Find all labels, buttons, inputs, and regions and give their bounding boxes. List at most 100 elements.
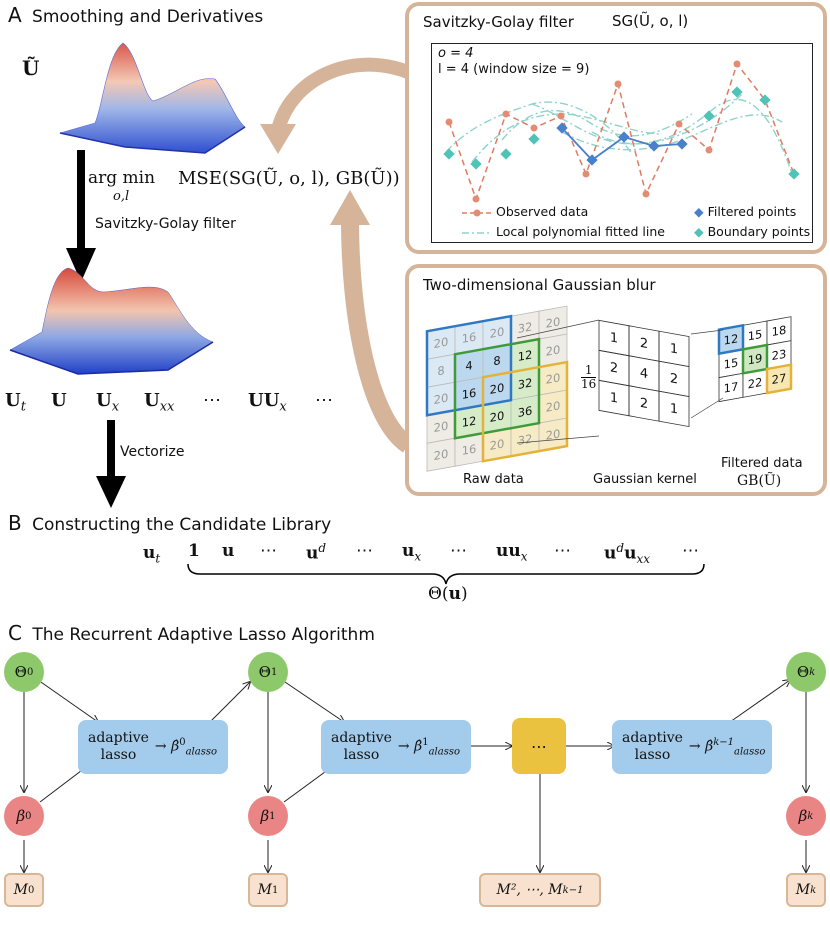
raw-value: 16 xyxy=(462,441,477,458)
raw-value: 20 xyxy=(434,419,449,436)
deriv-u: U xyxy=(51,390,67,411)
raw-window xyxy=(453,337,541,440)
algorithm-arrows xyxy=(0,650,830,926)
filtered-value: 12 xyxy=(724,331,739,348)
section-c-title: The Recurrent Adaptive Lasso Algorithm xyxy=(32,625,375,645)
kernel-value: 1 xyxy=(670,401,678,417)
raw-value: 20 xyxy=(434,447,449,464)
filtered-value: 17 xyxy=(724,379,739,396)
down-arrow-1-icon xyxy=(66,150,96,282)
library-theta: Θ(u) xyxy=(428,584,468,604)
argmin-subscript: o,l xyxy=(113,189,130,204)
observed-line xyxy=(448,62,795,202)
term-uux: uux xyxy=(496,541,528,564)
filtered-window xyxy=(717,323,745,356)
section-b-heading: B Constructing the Candidate Library xyxy=(8,511,331,535)
kernel-value: 2 xyxy=(610,360,618,376)
filtered-value: 15 xyxy=(748,327,763,344)
deriv-ut: Ut xyxy=(5,390,26,415)
vectorize-label: Vectorize xyxy=(120,444,185,460)
raw-value: 16 xyxy=(462,329,477,346)
kernel-value: 1 xyxy=(610,330,618,346)
sg-panel-formula: SG(Ũ, o, l) xyxy=(612,12,689,30)
deriv-ux: Ux xyxy=(96,390,120,415)
ellipsis-box: ⋯ xyxy=(512,718,566,774)
legend-local-fit: Local polynomial fitted line xyxy=(462,224,665,239)
gb-panel-title: Two-dimensional Gaussian blur xyxy=(423,276,656,294)
raw-value: 20 xyxy=(546,398,561,415)
section-c-label: C xyxy=(8,621,22,645)
kernel-value: 1 xyxy=(610,390,618,406)
term-ux: ux xyxy=(402,541,422,564)
filtered-value: 23 xyxy=(772,347,787,364)
raw-value: 20 xyxy=(434,391,449,408)
raw-value: 4 xyxy=(465,358,472,373)
term-ud-uxx: uduxx xyxy=(604,541,650,567)
raw-value: 20 xyxy=(546,314,561,331)
section-b-label: B xyxy=(8,511,22,535)
kernel-cell xyxy=(658,390,690,428)
kernel-value: 1 xyxy=(670,341,678,357)
filtered-label: Filtered data xyxy=(721,456,803,471)
raw-value: 20 xyxy=(546,426,561,443)
section-c-heading: C The Recurrent Adaptive Lasso Algorithm xyxy=(8,621,375,645)
term-ellipsis-3: ⋯ xyxy=(450,541,467,561)
term-ellipsis-4: ⋯ xyxy=(554,541,571,561)
mse-formula: MSE(SG(Ũ, o, l), GB(Ũ)) xyxy=(178,168,400,189)
legend-boundary: ◆ Boundary points xyxy=(694,224,811,239)
filtered-value: 18 xyxy=(772,323,787,340)
term-ellipsis-1: ⋯ xyxy=(260,541,277,561)
library-brace-icon xyxy=(187,563,705,585)
filtered-window xyxy=(741,343,769,375)
feedback-arrows-icon xyxy=(260,57,414,453)
sg-o-line: o = 4 xyxy=(438,46,474,61)
section-a-title: Smoothing and Derivatives xyxy=(32,7,264,27)
sg-l-line: l = 4 (window size = 9) xyxy=(438,62,590,77)
raw-value: 20 xyxy=(490,324,505,341)
smooth-surface-image xyxy=(9,267,214,375)
term-ud: ud xyxy=(306,541,327,564)
kernel-fraction: 1 16 xyxy=(581,363,597,391)
section-b-title: Constructing the Candidate Library xyxy=(32,515,332,535)
filtered-value: 22 xyxy=(748,375,763,392)
library-ut: ut xyxy=(143,543,161,566)
term-1: 1 xyxy=(188,541,200,561)
raw-value: 36 xyxy=(518,403,533,420)
argmin-text: arg min xyxy=(88,168,156,188)
term-ellipsis-2: ⋯ xyxy=(356,541,373,561)
section-a-label: A xyxy=(8,3,22,27)
raw-value: 12 xyxy=(518,347,533,364)
raw-value: 8 xyxy=(437,363,444,378)
kernel-value: 4 xyxy=(640,366,648,382)
term-ellipsis-5: ⋯ xyxy=(682,541,699,561)
term-u: u xyxy=(222,541,235,561)
deriv-uxx: Uxx xyxy=(144,390,175,415)
raw-window xyxy=(481,360,569,463)
observed-points xyxy=(445,60,798,203)
kernel-value: 2 xyxy=(640,336,648,352)
filtered-value: 19 xyxy=(748,351,763,368)
down-arrow-2-icon xyxy=(96,420,126,508)
raw-data-label: Raw data xyxy=(463,472,524,487)
raw-value: 8 xyxy=(493,353,500,368)
sg-plot-frame: o = 4 l = 4 (window size = 9) xyxy=(431,43,813,243)
boundary-points xyxy=(443,86,800,180)
raw-value: 20 xyxy=(490,408,505,425)
filtered-value: 15 xyxy=(724,355,739,372)
deriv-ellipsis-1: ⋯ xyxy=(203,390,221,411)
raw-value: 32 xyxy=(518,431,533,448)
sg-panel: Savitzky-Golay filter SG(Ũ, o, l) o = 4 … xyxy=(405,2,827,254)
sg-panel-title: Savitzky-Golay filter xyxy=(423,13,574,31)
